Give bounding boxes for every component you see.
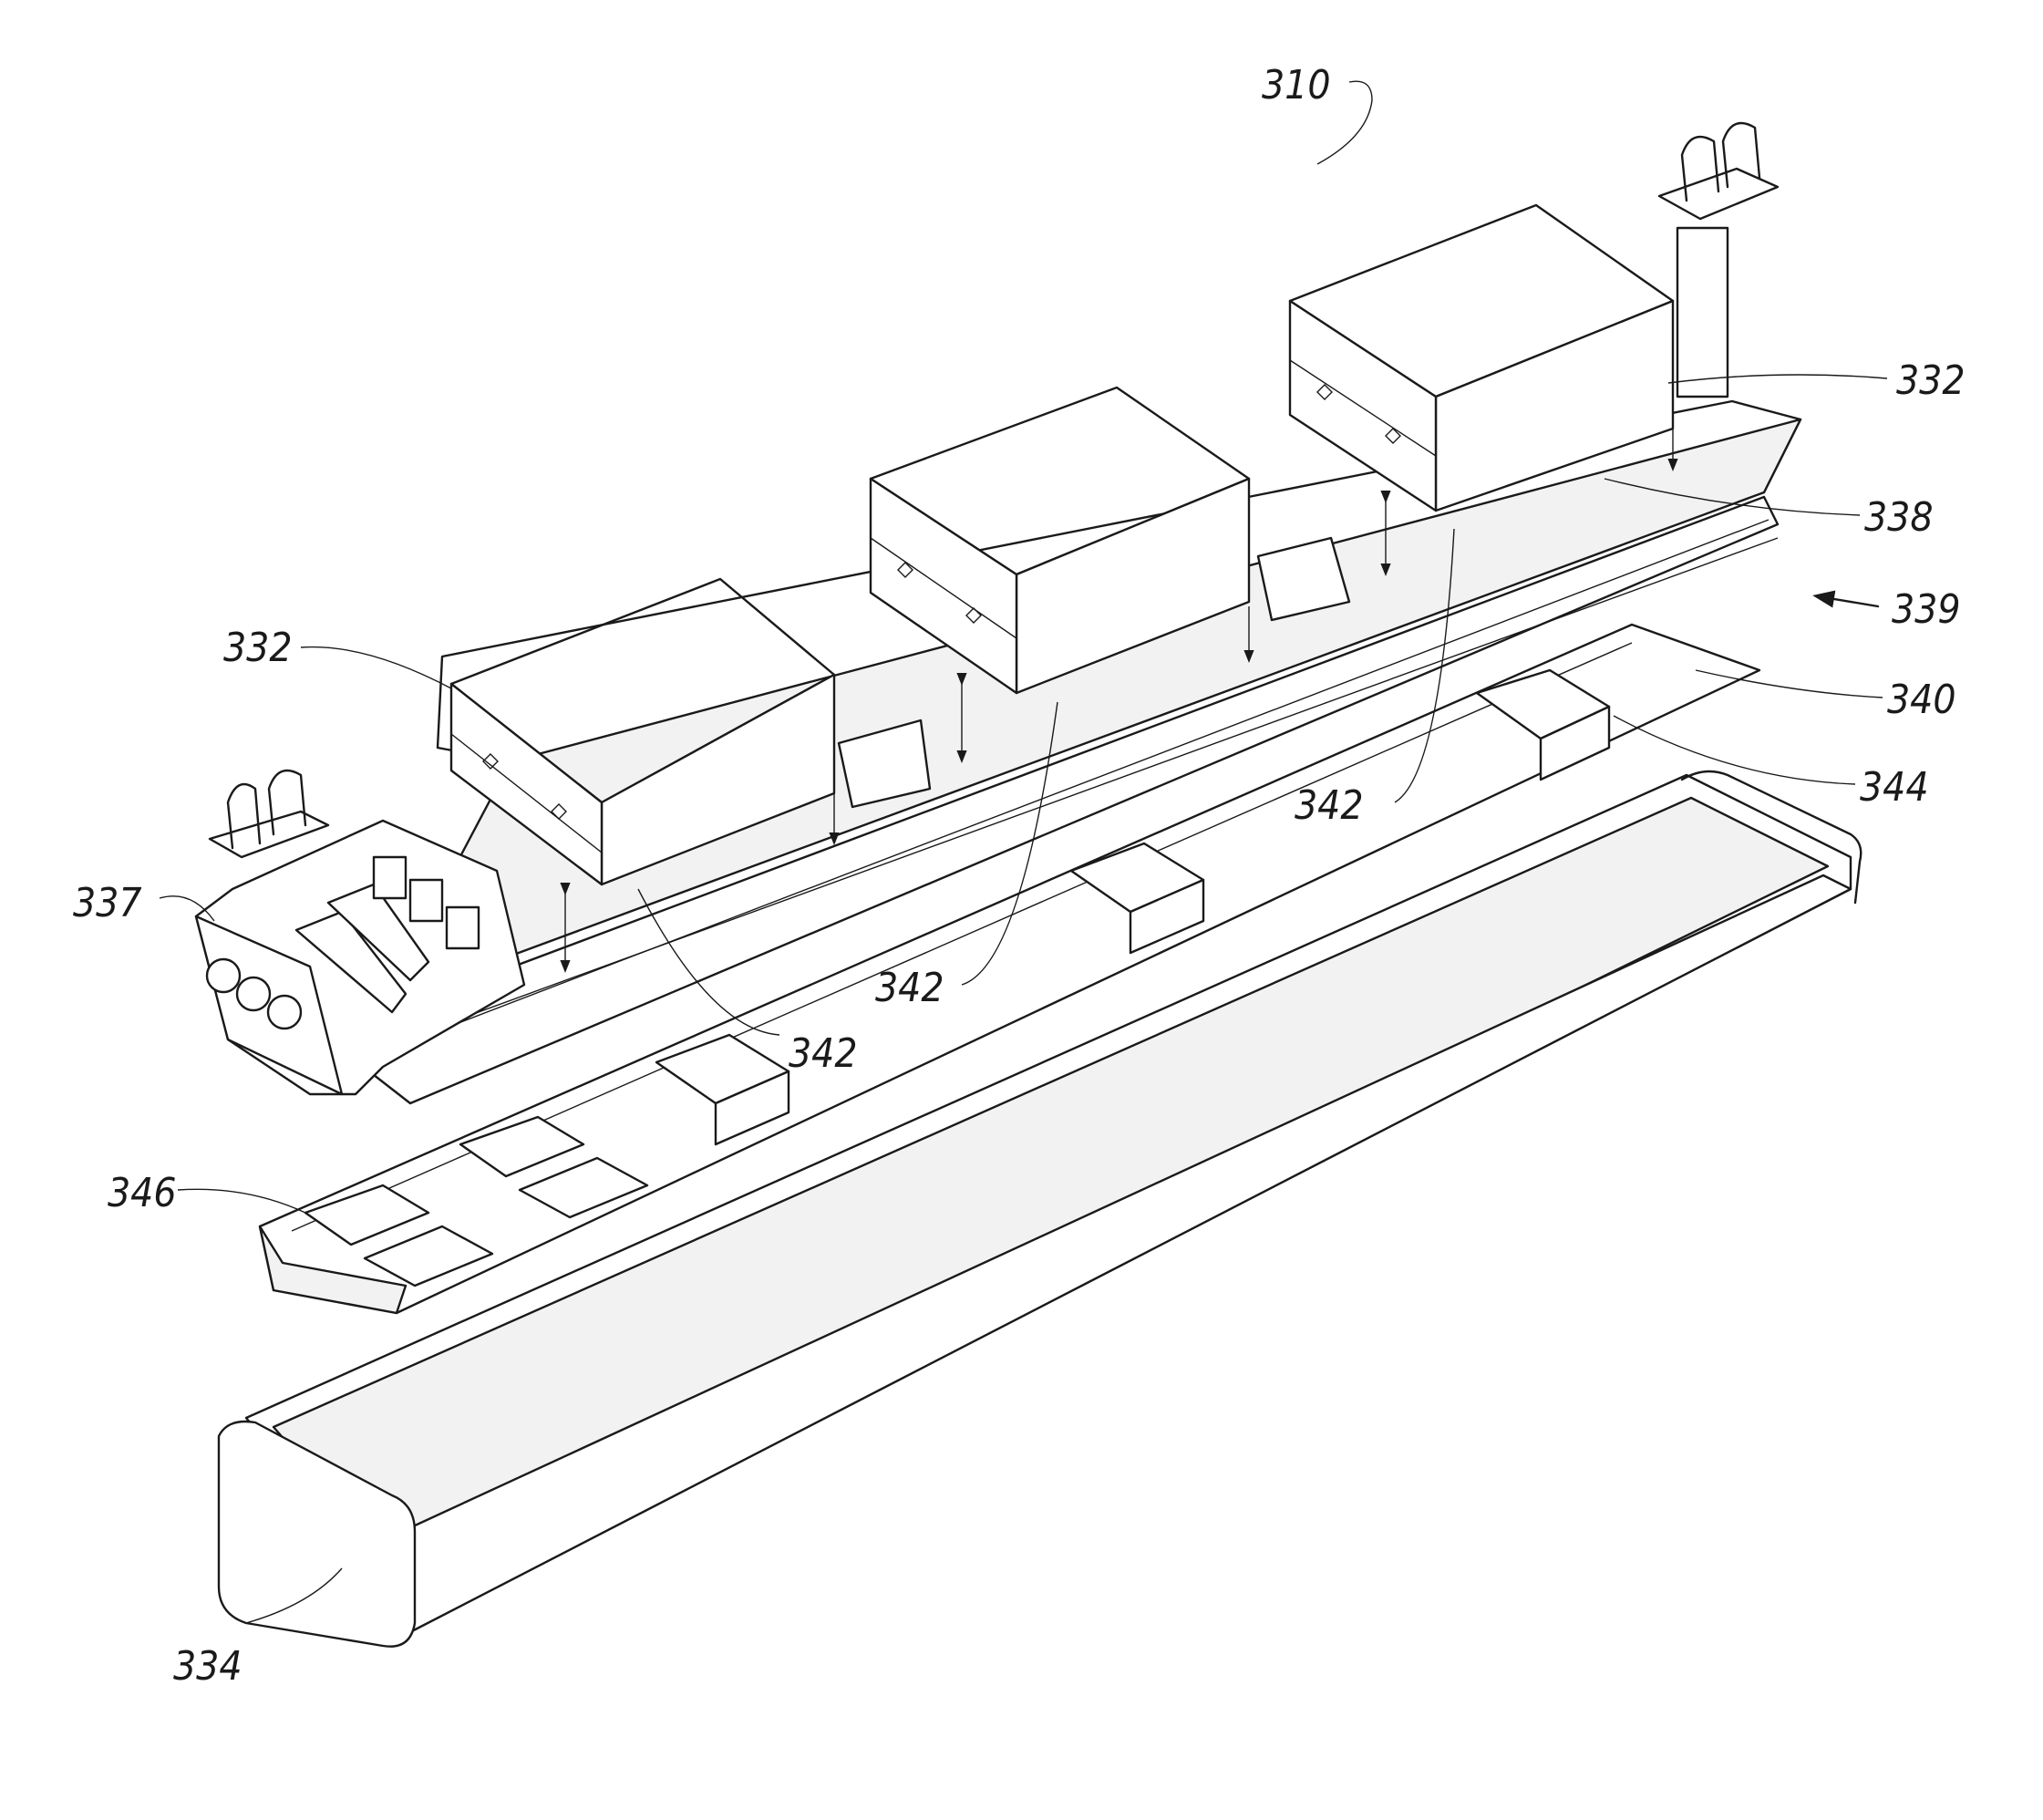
direction-arrow xyxy=(1823,597,1878,606)
ref-assembly-label: 310 xyxy=(1262,62,1331,109)
heat-sink-right-label: 332 xyxy=(1896,357,1966,404)
lens-housing-label: 334 xyxy=(173,1643,242,1690)
led-module-label: 344 xyxy=(1860,764,1929,811)
direction-label: 339 xyxy=(1892,586,1961,633)
heat-sink-left-label: 332 xyxy=(223,625,293,671)
mount-plate-label: 338 xyxy=(1864,494,1934,541)
driver-label: 346 xyxy=(108,1170,177,1216)
led-board-label: 340 xyxy=(1887,677,1956,723)
fastener-right-label: 342 xyxy=(1295,782,1364,829)
fastener-middle-label: 342 xyxy=(875,965,944,1011)
end-cap-label: 337 xyxy=(73,880,142,926)
fastener-left-label: 342 xyxy=(789,1030,858,1077)
